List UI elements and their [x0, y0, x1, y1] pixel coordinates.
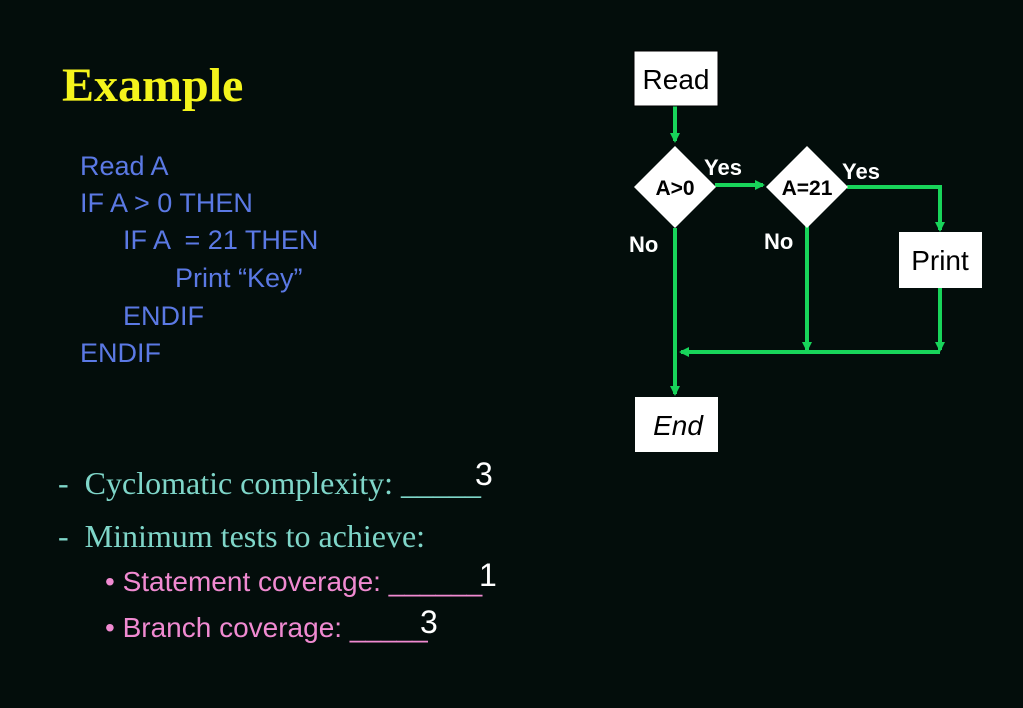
code-line: Print “Key”: [175, 263, 303, 293]
min-tests-label: Minimum tests to achieve:: [84, 518, 426, 554]
node-end: End: [635, 397, 718, 452]
no2-label: No: [764, 229, 793, 254]
code-line: Read A: [80, 151, 169, 181]
branch-answer: 3: [420, 604, 438, 640]
decision1-label: A>0: [655, 177, 694, 200]
branch-label: Branch coverage: _____: [122, 612, 428, 643]
slide-title: Example: [62, 59, 244, 112]
no1-label: No: [629, 232, 658, 257]
branch-item: • Branch coverage: _____: [105, 612, 428, 643]
node-decision2: A=21: [766, 146, 848, 228]
cyclomatic-item: - Cyclomatic complexity: _____: [58, 465, 482, 501]
flow-arrows: [670, 106, 945, 396]
code-line: ENDIF: [123, 301, 204, 331]
statement-label: Statement coverage: ______: [122, 566, 483, 597]
node-decision1: A>0: [634, 146, 716, 228]
node-print: Print: [899, 232, 982, 288]
cyclomatic-label: Cyclomatic complexity: _____: [84, 465, 482, 501]
node-print-label: Print: [911, 245, 969, 276]
statement-answer: 1: [479, 557, 497, 593]
statement-item: • Statement coverage: ______: [105, 566, 483, 597]
cyclomatic-answer: 3: [475, 456, 493, 492]
node-end-label: End: [653, 410, 704, 441]
code-line: IF A > 0 THEN: [80, 188, 253, 218]
node-read-label: Read: [643, 64, 710, 95]
yes2-label: Yes: [842, 159, 880, 184]
min-tests-item: - Minimum tests to achieve:: [58, 518, 426, 554]
arrow-yes2: [847, 185, 945, 232]
yes1-label: Yes: [704, 155, 742, 180]
node-read: Read: [633, 50, 719, 107]
code-line: IF A = 21 THEN: [123, 225, 319, 255]
code-line: ENDIF: [80, 338, 161, 368]
decision2-label: A=21: [782, 177, 833, 200]
